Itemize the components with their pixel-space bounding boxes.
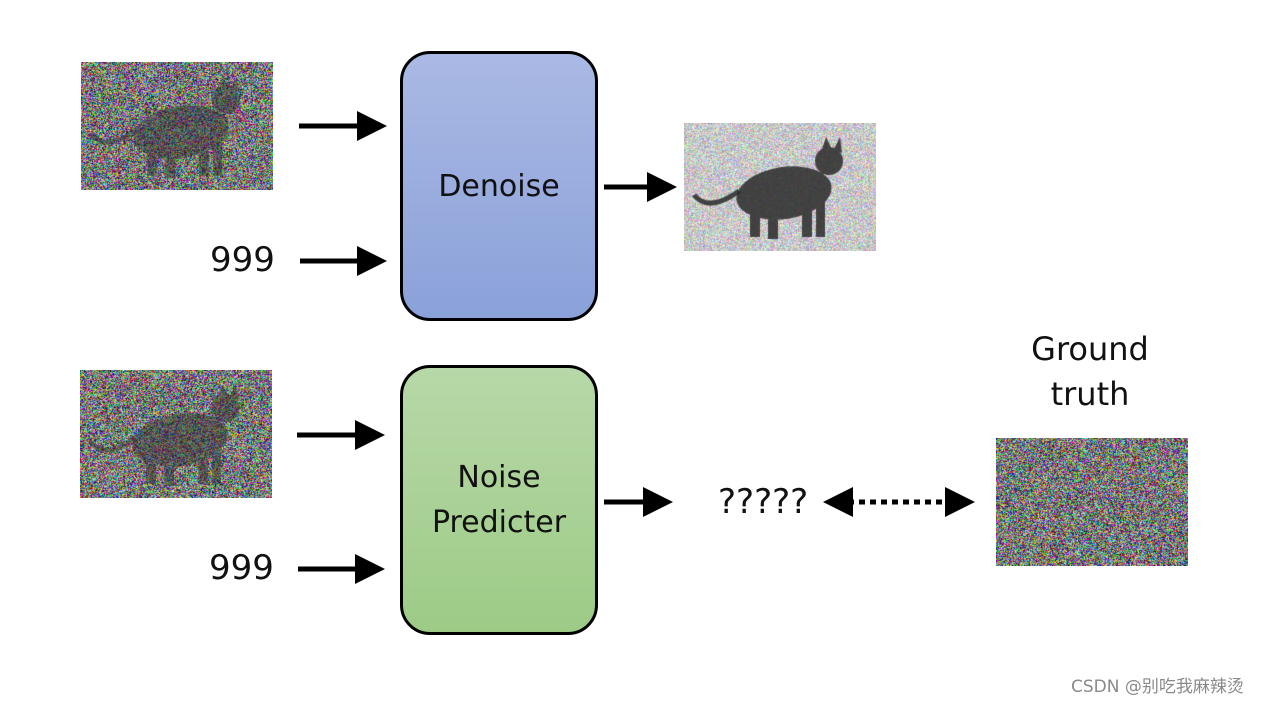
denoise-block: Denoise <box>400 51 598 321</box>
timestep-label-top: 999 <box>210 240 275 280</box>
ground-truth-label-line2: truth <box>1050 375 1130 413</box>
noise-predicter-block: Noise Predicter <box>400 365 598 635</box>
noisy-cat-input-image-top <box>81 62 273 190</box>
ground-truth-label: Ground truth <box>1017 327 1163 417</box>
noise-predicter-label-line1: Noise <box>457 460 541 495</box>
denoised-cat-output-image <box>684 123 876 251</box>
watermark: CSDN @别吃我麻辣烫 <box>1071 677 1244 697</box>
noise-predicter-label-line2: Predicter <box>431 505 567 540</box>
noisy-cat-input-image-bottom <box>80 370 272 498</box>
denoise-block-label: Denoise <box>438 168 560 204</box>
ground-truth-label-line1: Ground <box>1031 330 1149 368</box>
ground-truth-noise-image <box>996 438 1188 566</box>
predicted-noise-placeholder: ????? <box>718 482 809 522</box>
timestep-label-bottom: 999 <box>209 548 274 588</box>
